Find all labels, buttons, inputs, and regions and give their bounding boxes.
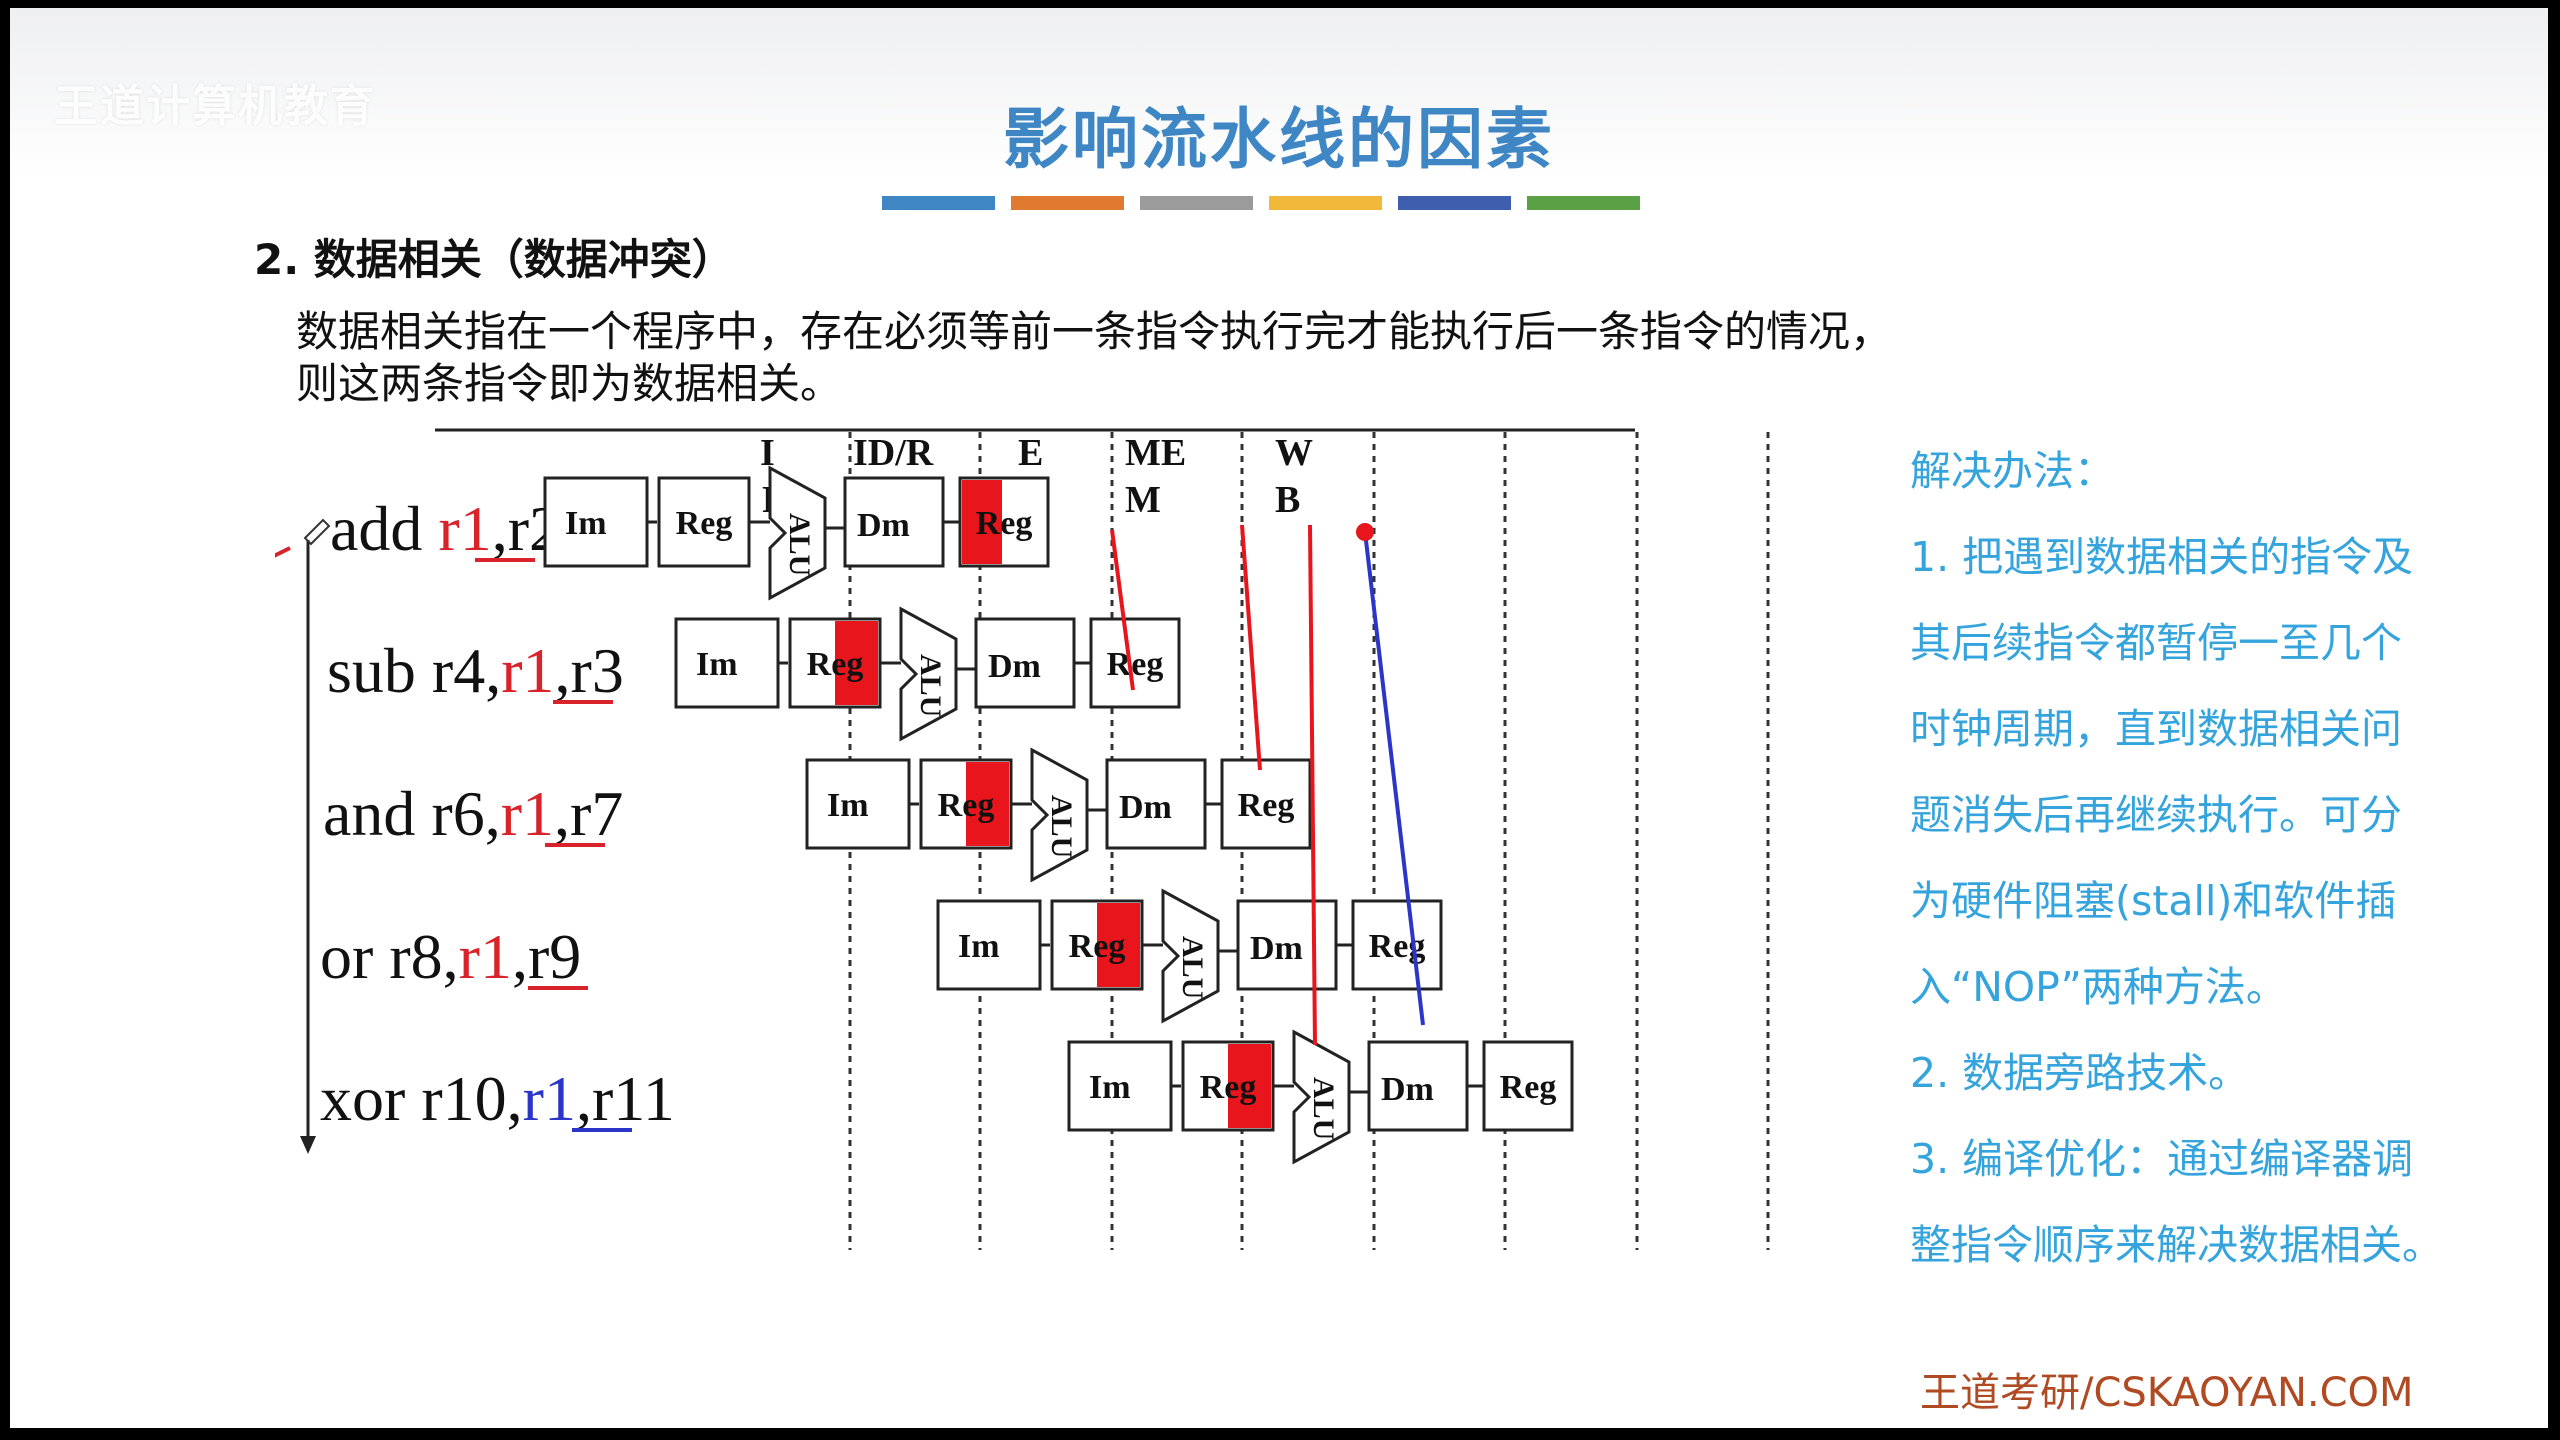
reg-label: Reg	[938, 787, 995, 824]
color-segment	[1398, 196, 1511, 210]
handwritten-mark	[139, 546, 291, 622]
writeback-reg-box	[1482, 1040, 1574, 1132]
paragraph-line: 则这两条指令即为数据相关。	[296, 359, 843, 408]
solution-line: 3. 编译优化：通过编译器调	[1910, 1135, 2414, 1183]
reg-highlight	[835, 621, 878, 705]
alu-unit	[899, 606, 958, 742]
writeback-reg-box	[1089, 617, 1181, 709]
alu-unit	[1161, 888, 1220, 1024]
color-segment	[1140, 196, 1253, 210]
pipeline-diagram: I ID/R E ME W F F X M B add r1,r2,r3 sub…	[139, 420, 1885, 1260]
dm-label: Dm	[1250, 930, 1303, 967]
solution-line: 时钟周期，直到数据相关问	[1910, 705, 2402, 753]
instruction-and: and r6,r1,r7	[323, 778, 623, 849]
definition-paragraph: 数据相关指在一个程序中，存在必须等前一条指令执行完才能执行后一条指令的情况， 则…	[296, 306, 2196, 410]
reg-label: Reg	[807, 646, 864, 683]
alu-label: ALU	[914, 654, 947, 717]
color-segment	[882, 196, 995, 210]
im-box	[543, 476, 649, 568]
title-color-bar	[882, 196, 1640, 210]
reg-highlight	[1097, 903, 1140, 987]
reg-label: Reg	[1238, 787, 1295, 824]
solution-line: 1. 把遇到数据相关的指令及	[1910, 533, 2414, 581]
dm-label: Dm	[1119, 789, 1172, 826]
slide: 王道计算机教育 影响流水线的因素 2. 数据相关（数据冲突） 数据相关指在一个程…	[10, 8, 2548, 1428]
solution-line: 为硬件阻塞(stall)和软件插	[1910, 877, 2397, 925]
reg-label: Reg	[1200, 1069, 1257, 1106]
writeback-reg-box	[1220, 758, 1312, 850]
dm-label: Dm	[857, 507, 910, 544]
dm-box	[1236, 899, 1338, 991]
writeback-reg-box	[1351, 899, 1443, 991]
alu-label: ALU	[1307, 1077, 1340, 1140]
im-box	[1067, 1040, 1173, 1132]
alu-label: ALU	[1176, 936, 1209, 999]
solution-line: 2. 数据旁路技术。	[1910, 1049, 2250, 1097]
hazard-lines	[1110, 523, 1425, 1046]
im-label: Im	[958, 928, 1000, 965]
reg-highlight	[966, 762, 1009, 846]
im-box	[936, 899, 1042, 991]
im-label: Im	[827, 787, 869, 824]
stage-label: ID/R	[853, 432, 934, 474]
im-label: Im	[565, 505, 607, 542]
color-segment	[1011, 196, 1124, 210]
pen-cursor-icon	[303, 518, 331, 546]
alu-unit	[768, 465, 827, 601]
slide-title: 影响流水线的因素	[1003, 101, 1555, 178]
watermark-logo: 王道计算机教育	[54, 81, 376, 132]
r1-underlines	[475, 558, 632, 1132]
reg-label: Reg	[1107, 646, 1164, 683]
stage-label: W	[1275, 432, 1313, 474]
alu-label: ALU	[1045, 795, 1078, 858]
solutions-panel: 解决办法： 1. 把遇到数据相关的指令及 其后续指令都暂停一至几个 时钟周期，直…	[1910, 428, 2530, 1288]
alu-label: ALU	[783, 513, 816, 576]
instruction-sub: sub r4,r1,r3	[327, 635, 624, 706]
dm-label: Dm	[1381, 1071, 1434, 1108]
reg-highlight	[962, 480, 1002, 564]
stage-label: ME	[1125, 432, 1186, 474]
alu-unit	[1030, 747, 1089, 883]
stage-label: M	[1125, 479, 1161, 521]
footer-brand: 王道考研/CSKAOYAN.COM	[1920, 1370, 2414, 1416]
arrow-head	[300, 1136, 316, 1154]
dm-box	[1105, 758, 1207, 850]
section-heading: 2. 数据相关（数据冲突）	[254, 235, 734, 284]
reg-box	[657, 476, 751, 568]
solution-line: 整指令顺序来解决数据相关。	[1910, 1221, 2443, 1269]
im-label: Im	[696, 646, 738, 683]
instruction-xor: xor r10,r1,r11	[320, 1063, 675, 1134]
stage-label: I	[760, 432, 775, 474]
reg-label: Reg	[1500, 1069, 1557, 1106]
reg-label: Reg	[1069, 928, 1126, 965]
paragraph-line: 数据相关指在一个程序中，存在必须等前一条指令执行完才能执行后一条指令的情况，	[296, 307, 1893, 356]
reg-highlight	[1228, 1044, 1271, 1128]
im-box	[674, 617, 780, 709]
solutions-heading: 解决办法：	[1910, 447, 2115, 495]
solution-line: 其后续指令都暂停一至几个	[1910, 619, 2402, 667]
im-box	[805, 758, 911, 850]
solution-line: 入“NOP”两种方法。	[1910, 963, 2287, 1011]
color-segment	[1527, 196, 1640, 210]
stage-label: B	[1275, 479, 1300, 521]
alu-unit	[1292, 1029, 1351, 1165]
pipeline-svg: I ID/R E ME W F F X M B add r1,r2,r3 sub…	[139, 428, 1770, 1250]
solution-line: 题消失后再继续执行。可分	[1910, 791, 2402, 839]
color-segment	[1269, 196, 1382, 210]
stage-label: E	[1018, 432, 1043, 474]
instruction-or: or r8,r1,r9	[320, 921, 581, 992]
im-label: Im	[1089, 1069, 1131, 1106]
dm-label: Dm	[988, 648, 1041, 685]
reg-label: Reg	[976, 505, 1033, 542]
reg-label: Reg	[676, 505, 733, 542]
instruction-list: add r1,r2,r3 sub r4,r1,r3 and r6,r1,r7 o…	[320, 493, 675, 1134]
